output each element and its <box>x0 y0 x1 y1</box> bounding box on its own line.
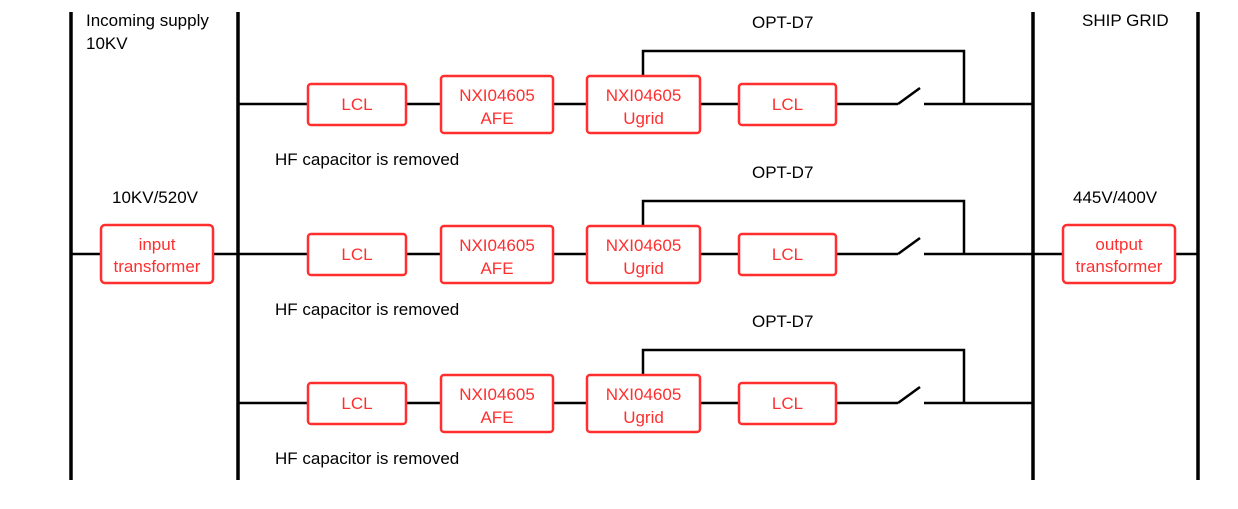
opt-d7-feedback-line <box>641 199 966 254</box>
lcl-output-filter: LCL <box>737 232 838 277</box>
opt-d7-label: OPT-D7 <box>752 13 813 32</box>
lcl-output-filter: LCL <box>737 381 838 426</box>
afe-converter-type: AFE <box>480 259 513 278</box>
lcl-output-filter-label: LCL <box>772 245 803 264</box>
breaker-switch <box>897 236 921 256</box>
afe-converter-type: AFE <box>480 109 513 128</box>
lcl-output-filter: LCL <box>737 82 838 127</box>
ship-grid-label: SHIP GRID <box>1082 11 1169 30</box>
input-ratio-label: 10KV/520V <box>112 188 199 207</box>
output-transformer-line1: output <box>1095 235 1143 254</box>
afe-converter-model: NXI04605 <box>459 236 535 255</box>
lcl-input-filter-label: LCL <box>341 394 372 413</box>
output-transformer-line2: transformer <box>1076 257 1163 276</box>
incoming-voltage-label: 10KV <box>86 34 128 53</box>
hf-capacitor-note: HF capacitor is removed <box>275 449 459 468</box>
afe-converter-model: NXI04605 <box>459 86 535 105</box>
lcl-input-filter: LCL <box>306 381 408 426</box>
opt-d7-feedback-line <box>641 49 966 104</box>
input-transformer: input transformer <box>71 223 238 285</box>
opt-d7-label: OPT-D7 <box>752 163 813 182</box>
lcl-input-filter: LCL <box>306 232 408 277</box>
opt-d7-feedback-line <box>641 348 966 403</box>
output-transformer: output transformer <box>1033 223 1198 285</box>
afe-converter-type: AFE <box>480 408 513 427</box>
ugrid-converter-type: Ugrid <box>623 109 664 128</box>
ugrid-converter-model: NXI04605 <box>606 236 682 255</box>
lcl-input-filter-label: LCL <box>341 245 372 264</box>
afe-converter-model: NXI04605 <box>459 385 535 404</box>
lcl-input-filter-label: LCL <box>341 95 372 114</box>
ugrid-converter-model: NXI04605 <box>606 385 682 404</box>
hf-capacitor-note: HF capacitor is removed <box>275 150 459 169</box>
input-transformer-line1: input <box>139 235 176 254</box>
breaker-switch <box>897 86 921 106</box>
ugrid-converter-type: Ugrid <box>623 408 664 427</box>
opt-d7-label: OPT-D7 <box>752 312 813 331</box>
ugrid-converter-type: Ugrid <box>623 259 664 278</box>
hf-capacitor-note: HF capacitor is removed <box>275 300 459 319</box>
input-transformer-line2: transformer <box>114 257 201 276</box>
lcl-output-filter-label: LCL <box>772 95 803 114</box>
breaker-switch <box>897 385 921 405</box>
incoming-supply-label: Incoming supply <box>86 11 209 30</box>
lcl-input-filter: LCL <box>306 82 408 127</box>
ugrid-converter-model: NXI04605 <box>606 86 682 105</box>
lcl-output-filter-label: LCL <box>772 394 803 413</box>
output-ratio-label: 445V/400V <box>1073 188 1158 207</box>
